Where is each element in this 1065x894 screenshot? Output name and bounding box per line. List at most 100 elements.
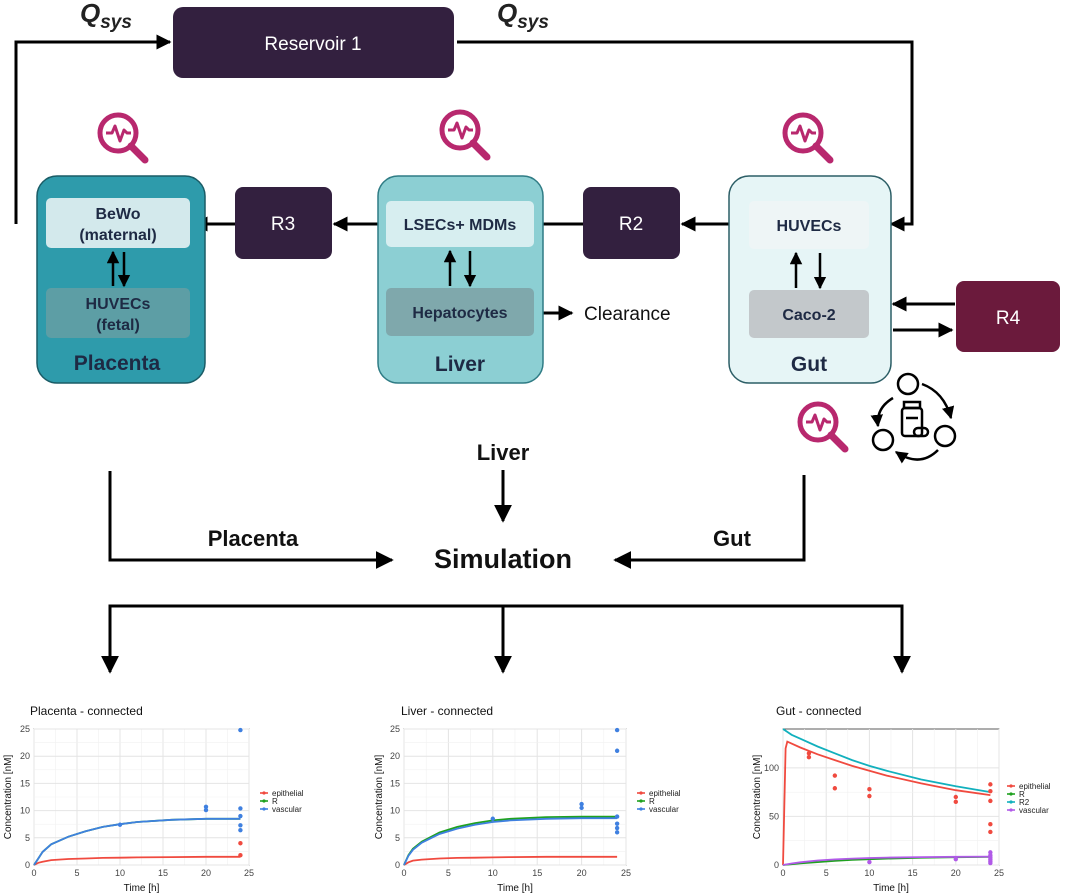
placenta-top-cell-line2: (maternal) (79, 227, 156, 244)
x-tick-label: 0 (31, 868, 36, 878)
organ-liver: LSECs+ MDMs Hepatocytes Liver (377, 175, 544, 384)
y-axis-label: Concentration [nM] (3, 755, 14, 840)
x-tick-label: 0 (401, 868, 406, 878)
gut-title: Gut (791, 353, 827, 376)
chart-title: Liver - connected (401, 704, 493, 718)
r3-label: R3 (271, 214, 295, 235)
clearance-label: Clearance (584, 304, 671, 325)
x-tick-label: 10 (115, 868, 125, 878)
y-tick-label: 5 (25, 833, 30, 843)
legend-dot (1009, 784, 1013, 788)
legend-label: R2 (1019, 798, 1030, 807)
legend-dot (639, 791, 643, 795)
y-tick-label: 100 (764, 763, 779, 773)
placenta-title: Placenta (74, 352, 161, 375)
data-point-vascular (988, 860, 993, 866)
legend-label: R (272, 797, 278, 806)
simulation-output-lines (108, 604, 904, 672)
q-right-sub: sys (517, 12, 549, 33)
x-tick-label: 15 (532, 868, 542, 878)
legend-dot (639, 807, 643, 811)
liver-title: Liver (435, 353, 485, 376)
data-point-epithelial (238, 841, 243, 846)
legend-dot (1009, 792, 1013, 796)
gut-top-cell: HUVECs (777, 218, 842, 235)
reservoir-r3: R3 (235, 187, 332, 259)
x-axis-label: Time [h] (497, 883, 533, 894)
y-tick-label: 10 (390, 806, 400, 816)
gut-to-simulation-arrow (613, 475, 806, 569)
data-point-vascular (953, 856, 958, 862)
y-tick-label: 50 (769, 811, 779, 821)
data-point-vascular (614, 727, 620, 733)
simulation-input-gut: Gut (713, 526, 752, 551)
series-line-epithelial (403, 855, 618, 866)
gut-bottom-cell: Caco-2 (782, 307, 835, 324)
x-tick-label: 5 (74, 868, 79, 878)
x-tick-label: 5 (446, 868, 451, 878)
y-tick-label: 0 (395, 860, 400, 870)
data-point-vascular (579, 805, 584, 811)
x-tick-label: 0 (780, 868, 785, 878)
placenta-bottom-cell-line1: HUVECs (86, 296, 151, 313)
data-point-vascular (203, 807, 209, 813)
y-tick-label: 25 (20, 724, 30, 734)
monitor-magnifier-icon (442, 112, 487, 157)
data-point-epithelial (867, 793, 872, 799)
data-point-epithelial (988, 788, 993, 794)
organ-placenta: BeWo (maternal) HUVECs (fetal) Placenta (36, 175, 206, 384)
data-point-epithelial (988, 782, 993, 787)
x-tick-label: 25 (621, 868, 631, 878)
x-tick-label: 5 (824, 868, 829, 878)
simulation-inputs (101, 470, 911, 674)
chart-title: Gut - connected (776, 704, 861, 718)
data-point-vascular (238, 806, 243, 811)
data-point-vascular (579, 801, 584, 807)
series-line-epithelial (782, 740, 991, 866)
simulation-input-placenta: Placenta (208, 526, 299, 551)
legend-label: vascular (272, 805, 302, 814)
y-axis-label: Concentration [nM] (752, 755, 763, 840)
monitor-magnifier-icon (100, 115, 145, 160)
data-point-epithelial (867, 787, 872, 792)
legend-label: vascular (1019, 806, 1049, 815)
legend-label: vascular (649, 805, 679, 814)
y-tick-label: 25 (390, 724, 400, 734)
q-right-letter: Q (497, 0, 517, 28)
y-tick-label: 15 (390, 778, 400, 788)
placenta-to-simulation-arrow (108, 471, 394, 569)
data-point-vascular (238, 727, 243, 733)
reservoir-1: Reservoir 1 (173, 7, 454, 78)
series-line-vascular (403, 817, 618, 866)
data-point-epithelial (832, 773, 838, 778)
data-point-vascular (614, 830, 620, 835)
svg-text:Qsys: Qsys (497, 0, 549, 33)
data-point-vascular (614, 821, 620, 826)
placenta-top-cell-line1: BeWo (95, 206, 140, 223)
organ-gut: HUVECs Caco-2 Gut (728, 175, 892, 384)
y-tick-label: 15 (20, 778, 30, 788)
data-point-vascular (614, 814, 620, 819)
y-tick-label: 20 (20, 751, 30, 761)
simulation-input-liver: Liver (477, 440, 530, 465)
data-point-epithelial (988, 798, 993, 804)
monitor-magnifier-icon (785, 115, 830, 160)
data-point-vascular (117, 822, 123, 827)
reservoir-r4: R4 (956, 281, 1060, 352)
legend-label: epithelial (1019, 782, 1051, 791)
y-tick-label: 5 (395, 833, 400, 843)
data-point-vascular (238, 813, 243, 819)
x-axis-label: Time [h] (124, 883, 160, 894)
y-axis-label: Concentration [nM] (374, 755, 385, 840)
data-point-epithelial (238, 853, 243, 858)
series-line-vascular (782, 855, 991, 866)
q-sys-left: Qsys (80, 0, 132, 33)
legend-dot (262, 799, 266, 803)
legend-dot (1009, 800, 1013, 804)
x-tick-label: 15 (908, 868, 918, 878)
return-line-placenta-to-reservoir (14, 34, 172, 224)
reservoir-to-gut-line (457, 40, 914, 232)
